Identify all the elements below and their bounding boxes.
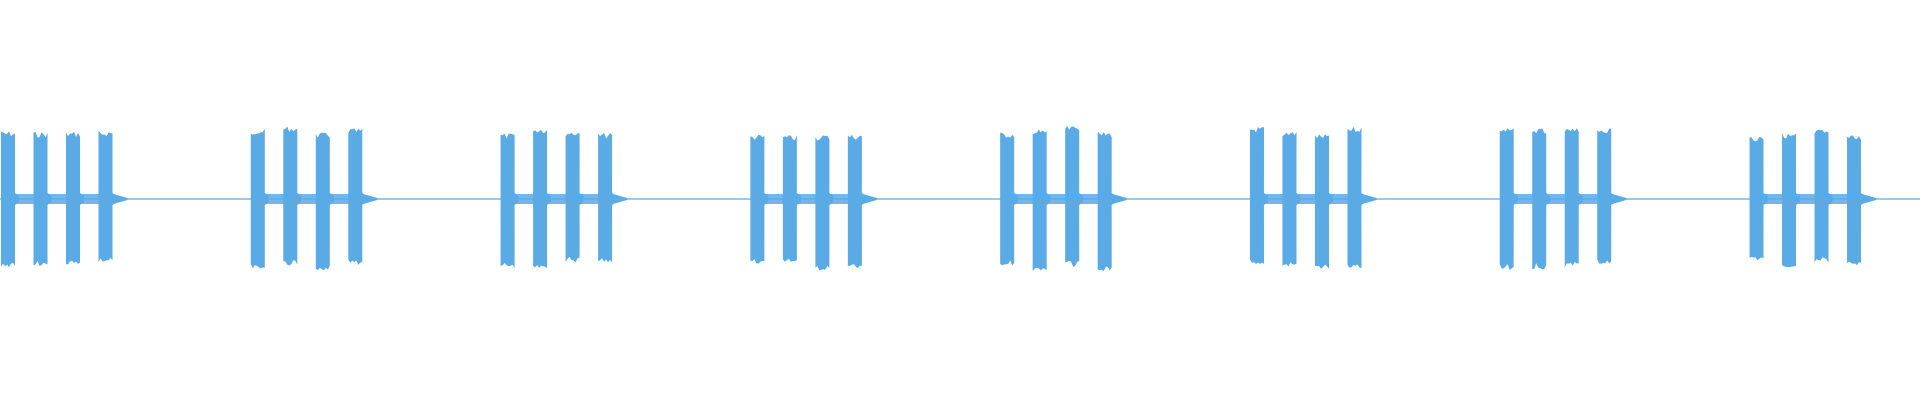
waveform-pulse — [33, 131, 52, 266]
waveform-pulse-bridge — [1262, 194, 1284, 204]
waveform-pulse-bridge — [546, 194, 567, 204]
waveform-pulse-bridge — [763, 194, 784, 204]
waveform-pulse — [1499, 128, 1518, 270]
waveform-pulse — [598, 132, 617, 263]
waveform-burst-group — [1499, 128, 1627, 270]
waveform-pulse-bridge — [1327, 194, 1349, 204]
waveform-pulse-bridge — [296, 194, 317, 204]
waveform-tail — [1112, 194, 1127, 204]
waveform-burst-group — [750, 134, 877, 271]
waveform-pulse — [1597, 128, 1616, 264]
waveform-pulse-bridge — [263, 194, 285, 204]
waveform-burst-group — [250, 126, 378, 271]
waveform-pulse — [1749, 136, 1768, 261]
waveform-pulse — [847, 134, 866, 269]
waveform-pulse-bridge — [1013, 194, 1034, 204]
waveform-pulse-bridge — [578, 194, 600, 204]
waveform-pulse — [1314, 134, 1333, 269]
waveform-pulse — [1, 131, 19, 268]
waveform-pulse-bridge — [46, 194, 67, 204]
waveform-pulse-bridge — [14, 194, 35, 204]
waveform-pulse — [1097, 131, 1116, 272]
waveform-pulse — [315, 132, 334, 271]
waveform-tail — [1362, 194, 1377, 204]
waveform-pulse-bridge — [1545, 194, 1566, 204]
waveform-pulse-bridge — [1512, 194, 1534, 204]
waveform-pulse — [250, 128, 269, 269]
waveform-pulse — [565, 132, 584, 263]
waveform-pulse — [1282, 132, 1301, 267]
waveform-tail — [363, 194, 378, 204]
waveform-pulse-bridge — [1762, 194, 1784, 204]
waveform-pulse — [1065, 126, 1084, 267]
waveform-tail — [1862, 194, 1877, 204]
waveform-pulse — [1000, 132, 1019, 266]
waveform-pulse-bridge — [828, 194, 849, 204]
waveform-pulse — [782, 135, 801, 262]
waveform-pulse — [66, 131, 84, 265]
waveform-burst-group — [1000, 126, 1127, 272]
waveform-pulse-bridge — [1045, 194, 1067, 204]
waveform-pulse-bridge — [1295, 194, 1316, 204]
waveform-pulse — [1564, 128, 1583, 268]
waveform-tail — [862, 194, 877, 204]
waveform-pulse — [348, 128, 367, 265]
waveform-pulse — [1814, 129, 1833, 263]
waveform-bursts — [1, 126, 1877, 272]
waveform-pulse — [1249, 127, 1268, 264]
waveform-pulse-bridge — [513, 194, 535, 204]
waveform-pulse — [1782, 133, 1801, 268]
waveform-pulse — [500, 133, 519, 269]
waveform-pulse-bridge — [79, 194, 100, 204]
waveform-pulse-bridge — [1827, 194, 1849, 204]
waveform-pulse-bridge — [795, 194, 817, 204]
waveform-pulse-bridge — [1577, 194, 1599, 204]
waveform-pulse — [98, 130, 117, 263]
waveform-pulse-bridge — [1795, 194, 1816, 204]
waveform-pulse — [1847, 135, 1866, 266]
waveform-pulse — [1347, 126, 1366, 269]
waveform-burst-group — [1, 130, 128, 268]
waveform-pulse — [815, 135, 834, 271]
waveform-pulse-bridge — [328, 194, 350, 204]
waveform-tail — [613, 194, 628, 204]
waveform-pulse — [750, 134, 769, 264]
waveform-pulse — [533, 129, 552, 268]
waveform-burst-group — [500, 129, 628, 269]
waveform-tail — [113, 194, 128, 204]
waveform-burst-group — [1749, 129, 1877, 268]
waveform-pulse — [1032, 129, 1051, 272]
waveform-pulse-bridge — [1078, 194, 1099, 204]
waveform-tail — [1612, 194, 1627, 204]
waveform-pulse — [1532, 128, 1551, 270]
waveform-burst-group — [1249, 126, 1377, 269]
waveform-pulse — [283, 126, 302, 266]
